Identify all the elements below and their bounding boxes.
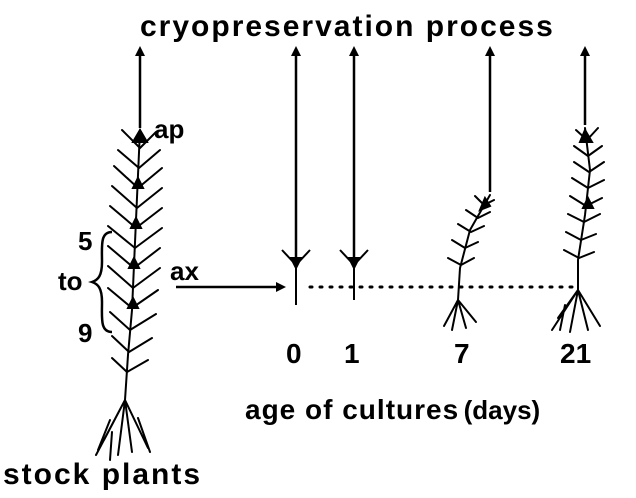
node-from-label: 5 — [78, 228, 92, 254]
culture-day21 — [552, 128, 604, 332]
age-tick-7: 7 — [454, 340, 470, 368]
explant-day1 — [340, 250, 368, 300]
culture-day7 — [444, 195, 494, 330]
age-tick-21: 21 — [560, 340, 591, 368]
stock-plant — [96, 130, 162, 460]
diagram-title: cryopreservation process — [140, 12, 555, 42]
age-caption-unit: (days) — [464, 395, 541, 425]
age-tick-1: 1 — [344, 340, 360, 368]
node-connector-label: to — [58, 268, 83, 294]
explant-day0 — [282, 250, 310, 305]
node-to-label: 9 — [78, 320, 92, 346]
age-caption: age of cultures (days) — [245, 396, 540, 424]
age-tick-0: 0 — [286, 340, 302, 368]
axillary-label: ax — [170, 258, 199, 284]
age-caption-main: age of cultures — [245, 394, 459, 425]
apex-label: ap — [154, 116, 184, 142]
stock-plants-label: stock plants — [3, 460, 202, 490]
cryo-arrows — [140, 50, 585, 265]
